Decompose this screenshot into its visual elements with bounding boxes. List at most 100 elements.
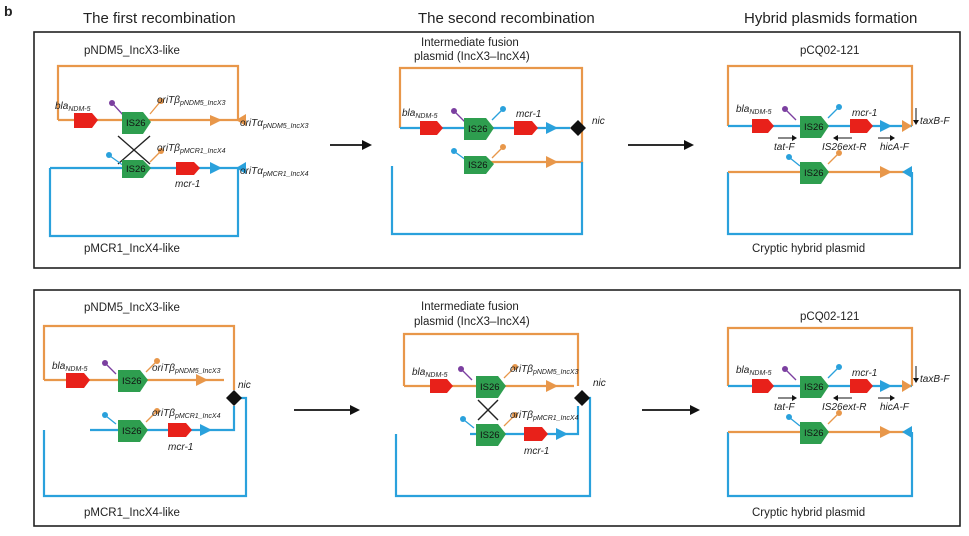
orit-marker-blue [902, 426, 912, 438]
label-intermediate-2: plasmid (IncX3–IncX4) [414, 316, 530, 328]
crossover-line [477, 399, 499, 421]
mcr1-label: mcr-1 [175, 179, 200, 190]
lollipop-purple [458, 366, 464, 372]
mcr1-gene [176, 162, 200, 175]
mcr1-gene [850, 119, 873, 133]
lollipop-orange [158, 148, 164, 154]
orit-arrow-blue [556, 428, 568, 440]
is26-label: IS26 [122, 426, 142, 437]
scenario-frame-bottom [33, 289, 961, 527]
mcr1-label: mcr-1 [852, 368, 877, 379]
orit-arrow [546, 380, 558, 392]
bla-label: blaNDM-5 [55, 101, 91, 113]
orit-marker [902, 120, 912, 132]
bla-ndm5-gene [420, 121, 443, 135]
orit-arrow [880, 426, 892, 438]
header-second-recombination: The second recombination [418, 10, 595, 27]
bla-label: blaNDM-5 [736, 365, 772, 377]
lollipop-blue [786, 154, 792, 160]
is26-element [464, 156, 494, 174]
incx4-backbone [42, 396, 248, 498]
orit-alpha-marker-blue [236, 162, 246, 174]
mcr1-label: mcr-1 [168, 442, 193, 453]
hybrid-backbone-x3 [726, 326, 914, 386]
label-pndm5: pNDM5_IncX3-like [84, 302, 180, 314]
bla-label: blaNDM-5 [402, 108, 438, 120]
orit-alpha-label-x4: oriTαpMCR1_IncX4 [240, 166, 309, 178]
is26-label: IS26 [804, 122, 824, 133]
taxb-primer-label: taxB-F [920, 374, 950, 385]
is26-label: IS26 [480, 382, 500, 393]
lollipop-blue [102, 412, 108, 418]
is26-label: IS26 [804, 168, 824, 179]
is26-label: IS26 [480, 430, 500, 441]
label-intermediate-2: plasmid (IncX3–IncX4) [414, 51, 530, 63]
top-stage-1: pNDM5_IncX3-like blaNDM-5 IS26 oriTβpNDM… [48, 45, 309, 255]
cryptic-backbone-x4 [726, 432, 914, 498]
is26-element [800, 116, 829, 138]
mcr1-label: mcr-1 [516, 109, 541, 120]
lollipop-orange [512, 364, 518, 370]
hybrid-backbone-x3 [726, 64, 914, 126]
orit-arrow-blue [880, 120, 892, 132]
mcr1-label: mcr-1 [852, 108, 877, 119]
orit-beta-label: oriTβpNDM5_IncX3 [510, 364, 579, 376]
orit-marker-blue [902, 166, 912, 178]
panel-letter: b [4, 3, 13, 19]
crossover-line [117, 135, 151, 165]
bla-ndm5-gene [430, 379, 453, 393]
orit-arrow-blue [880, 380, 892, 392]
taxb-primer-label: taxB-F [920, 116, 950, 127]
lollipop-purple [451, 108, 457, 114]
nic-site [226, 390, 242, 406]
is26ext-primer-label: IS26ext-R [822, 142, 866, 153]
top-stage-2: Intermediate fusion plasmid (IncX3–IncX4… [390, 37, 605, 236]
bla-ndm5-gene [74, 113, 98, 128]
nic-site [574, 390, 590, 406]
top-stage-3: pCQ02-121 blaNDM-5 IS26 mcr-1 taxB-F tat… [726, 45, 950, 255]
lollipop-blue [500, 106, 506, 112]
fusion-backbone-x4 [390, 162, 584, 236]
is26-element [800, 162, 829, 184]
lollipop-purple [102, 360, 108, 366]
header-hybrid-formation: Hybrid plasmids formation [744, 10, 917, 27]
orit-arrow [196, 374, 208, 386]
is26-element [118, 420, 148, 442]
is26-label: IS26 [468, 160, 488, 171]
is26-element [476, 376, 506, 398]
lollipop-blue [460, 416, 466, 422]
lollipop-blue [451, 148, 457, 154]
orit-alpha-marker [236, 114, 246, 126]
is26-element [122, 112, 151, 134]
label-intermediate-1: Intermediate fusion [421, 37, 519, 49]
lollipop-orange [500, 144, 506, 150]
tat-primer-label: tat-F [774, 402, 795, 413]
hica-primer-label: hicA-F [880, 402, 910, 413]
scenario-frame-top [33, 31, 961, 269]
lollipop-orange [836, 150, 842, 156]
header-first-recombination: The first recombination [83, 10, 236, 27]
nic-label: nic [593, 378, 606, 389]
bottom-stage-2: Intermediate fusion plasmid (IncX3–IncX4… [394, 301, 606, 498]
label-pndm5: pNDM5_IncX3-like [84, 45, 180, 57]
is26-element [118, 370, 148, 392]
lollipop-blue [836, 364, 842, 370]
orit-beta-label: oriTβpNDM5_IncX3 [152, 363, 221, 375]
is26-label: IS26 [126, 118, 146, 129]
fusion-backbone-x4 [394, 396, 592, 498]
mcr1-gene [850, 379, 873, 393]
label-cryptic: Cryptic hybrid plasmid [752, 507, 865, 519]
mcr1-label: mcr-1 [524, 446, 549, 457]
hica-primer-label: hicA-F [880, 142, 910, 153]
orit-arrow [880, 166, 892, 178]
orit-arrow [546, 156, 558, 168]
nic-label: nic [238, 380, 251, 391]
bla-label: blaNDM-5 [412, 367, 448, 379]
bla-label: blaNDM-5 [52, 361, 88, 373]
fusion-backbone-x3 [402, 332, 580, 386]
bottom-stage-1: pNDM5_IncX3-like blaNDM-5 IS26 oriTβpNDM… [42, 302, 251, 519]
mcr1-gene [168, 423, 192, 437]
lollipop-orange [154, 358, 160, 364]
label-pcq02: pCQ02-121 [800, 45, 859, 57]
